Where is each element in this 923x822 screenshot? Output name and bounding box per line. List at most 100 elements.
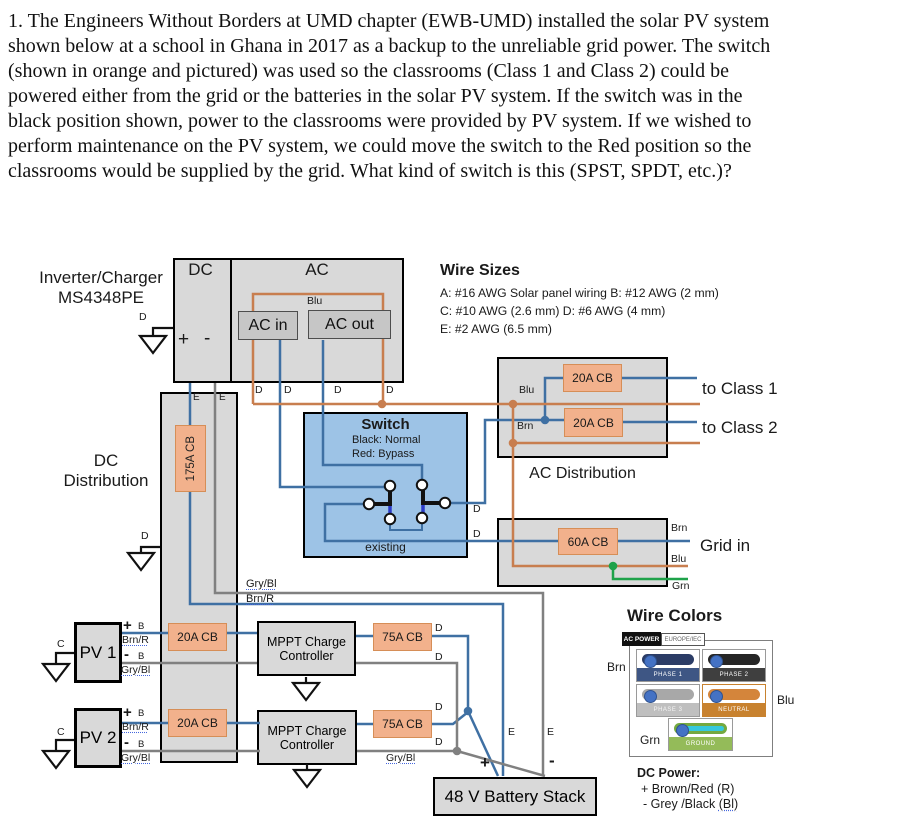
ground-lead [54,738,74,751]
wire-colors-title: Wire Colors [627,606,723,625]
legend-blu-tag: Blu [777,693,795,707]
wire-tag-d: D [284,384,292,396]
breaker-75a-mppt1: 75A CB [373,623,432,651]
wire-tag-d: D [435,622,443,634]
inverter-blu-tag: Blu [307,295,323,307]
switch-title: Switch [361,416,410,433]
switch-red-note: Red: Bypass [352,448,415,460]
wire-tag-e: E [547,726,555,738]
wire-tag-e: E [508,726,516,738]
ground-lead [151,326,173,336]
inverter-minus: - [204,328,211,349]
cable-graphic [674,723,727,737]
acd-blu-tag: Blu [519,384,535,396]
inverter-ac-header: AC [305,260,329,279]
inverter-name-line2: MS4348PE [58,288,144,307]
breaker-label: 20A CB [572,371,613,385]
ground-symbol-mppt1 [290,681,322,702]
grid-grn-tag: Grn [672,580,690,592]
breaker-60a-grid: 60A CB [558,528,618,555]
pv2-plus: + [123,704,132,721]
question-line: perform maintenance on the PV system, we… [8,135,752,157]
cable-core [684,726,724,731]
breaker-175a: 175A CB [175,425,206,492]
swatch-label: PHASE 1 [653,671,683,678]
ground-symbol-dc-dist [125,551,157,572]
ac-out-label: AC out [325,315,374,333]
ground-symbol-mppt2 [291,768,323,789]
acd-brn-tag: Brn [517,420,534,432]
wire-tag-d: D [139,311,147,323]
mppt2-box: MPPT Charge Controller [257,710,357,765]
breaker-20a-class2: 20A CB [564,408,623,437]
breaker-label: 75A CB [382,630,423,644]
pv1-c-tag: C [57,638,65,650]
pv1-gry-bl: Gry/Bl [121,664,151,676]
dc-distribution-label: DC Distribution [55,451,157,491]
mppt1-box: MPPT Charge Controller [257,621,356,676]
question-line: (shown in orange and pictured) was used … [8,60,729,82]
ground-lead [54,651,74,664]
inverter-dc-section-divider [175,260,232,381]
cable-plug [644,690,657,703]
ground-symbol-pv2 [40,749,72,770]
pv1-plus: + [123,617,132,634]
pv2-label: PV 2 [79,728,117,747]
mppt1-label-line2: Controller [279,648,334,663]
question-line: powered either from the grid or the batt… [8,85,743,107]
cable-graphic [642,654,694,668]
grid-in-label: Grid in [700,536,751,555]
wire-tag-d: D [255,384,263,396]
swatch-phase2: PHASE 2 [702,649,766,682]
breaker-label: 60A CB [567,534,609,549]
inverter-name-line1: Inverter/Charger [39,268,163,287]
inverter-dc-header: DC [188,260,213,279]
swatch-neutral: NEUTRAL [702,684,766,717]
pv1-b-tag: B [138,621,145,632]
wire-tag-d: D [141,530,149,542]
cable-graphic [708,654,760,668]
inverter-name: Inverter/Charger MS4348PE [30,268,172,308]
cable-plug [644,655,657,668]
junction-orange [377,399,387,409]
breaker-20a-pv1: 20A CB [168,623,227,651]
cable-graphic [642,689,694,703]
breaker-label: 20A CB [177,630,218,644]
ground-symbol-pv1 [40,662,72,683]
question-line: classrooms would be supplied by the grid… [8,160,732,182]
pv1-minus: - [124,646,129,663]
cable-graphic [708,689,760,703]
junction-grey [452,746,462,756]
pv2-gry-bl: Gry/Bl [121,752,151,764]
wire-tag-d: D [435,701,443,713]
breaker-label: 75A CB [382,717,423,731]
brn-r-wire-label: Brn/R [246,593,275,605]
inverter-plus: + [178,329,190,350]
ground-symbol-inverter [137,334,169,355]
ac-in-label: AC in [248,316,288,334]
tab-europe-iec-label: EUROPE/IEC [664,636,702,643]
switch-black-note: Black: Normal [352,434,421,446]
dc-power-title: DC Power: [637,766,701,780]
swatch-phase1: PHASE 1 [636,649,700,682]
wire-tag-d: D [473,503,481,515]
pv2-b-tag: B [138,708,145,719]
breaker-label: 20A CB [573,415,614,430]
breaker-20a-pv2: 20A CB [168,709,227,737]
swatch-label: PHASE 2 [719,671,749,678]
wire-tag-d: D [386,384,394,396]
cable-plug [676,724,689,737]
swatch-label: GROUND [685,740,716,747]
battery-minus: - [549,751,555,770]
wire-sizes-row: E: #2 AWG (6.5 mm) [440,322,552,336]
mppt1-label-line1: MPPT Charge [267,634,346,649]
wire-tag-d: D [473,528,481,540]
swatch-label: NEUTRAL [718,706,750,713]
wire-tag-e: E [193,392,200,403]
swatch-label-bar: GROUND [669,737,732,750]
pv2-c-tag: C [57,726,65,738]
breaker-20a-class1: 20A CB [563,364,622,392]
wire-mppt1-positive [356,634,500,777]
pv2-brn-r: Brn/R [122,721,149,733]
